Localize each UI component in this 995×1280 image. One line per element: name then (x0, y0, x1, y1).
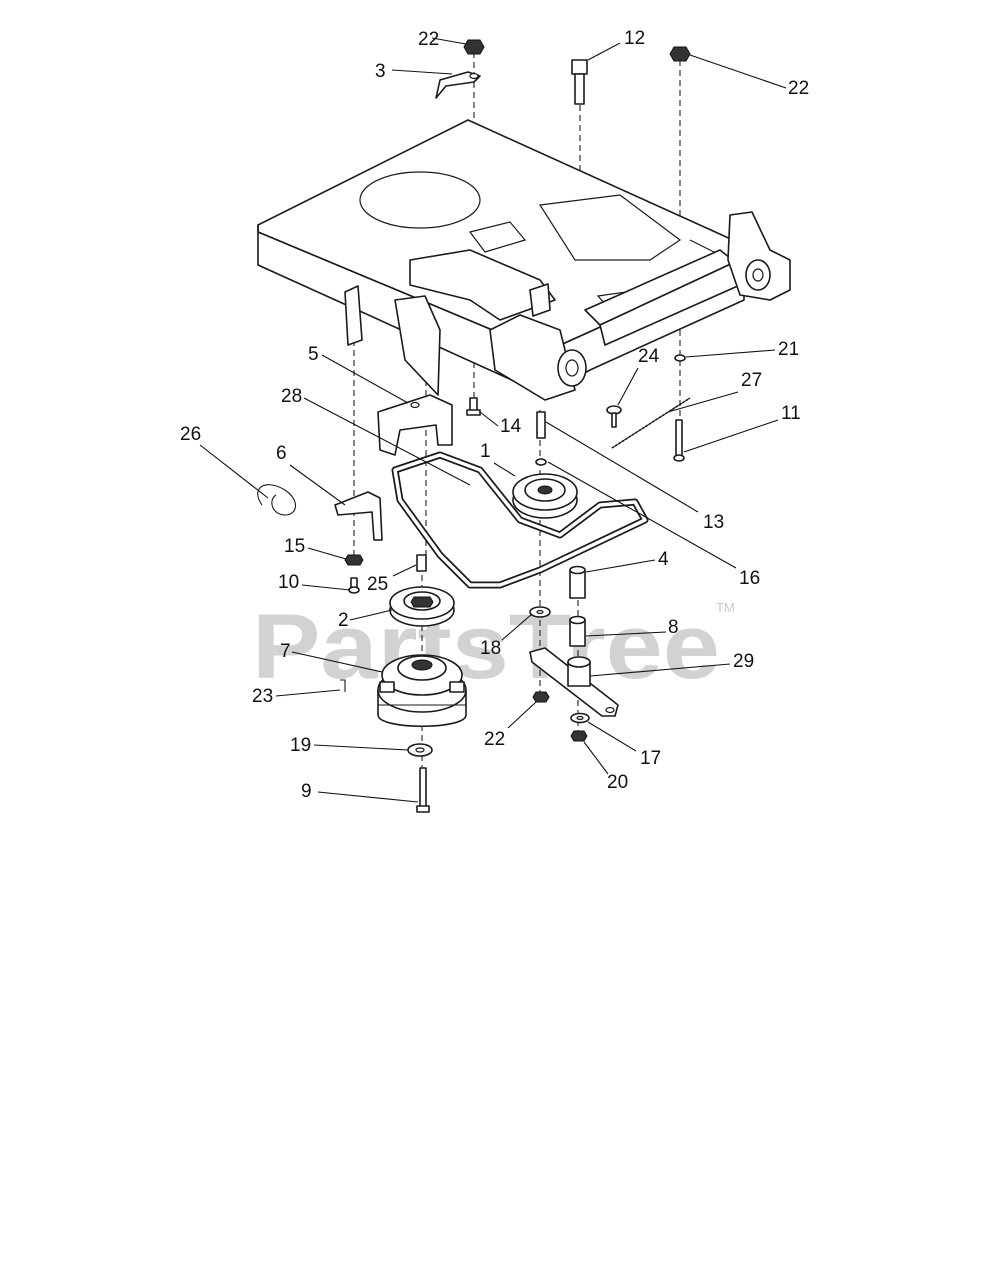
part-22-nut-right (669, 46, 691, 62)
callout-label: 20 (607, 772, 628, 793)
part-29-idler-arm (529, 647, 619, 717)
part-22-nut-lower (532, 691, 550, 703)
part-12-bolt (571, 59, 588, 105)
callout-label: 26 (180, 424, 201, 445)
callout-label: 19 (290, 735, 311, 756)
part-14-bolt (466, 397, 481, 416)
part-17-washer (570, 712, 590, 724)
part-8-bushing (569, 615, 586, 647)
part-25-key (416, 554, 427, 572)
part-24-bolt (606, 405, 622, 428)
callout-label: 15 (284, 536, 305, 557)
part-15-nut (344, 554, 364, 566)
callout-label: 5 (308, 344, 319, 365)
callout-label: 27 (741, 370, 762, 391)
callout-label: 29 (733, 651, 754, 672)
part-3-clip (435, 71, 481, 99)
part-6-bracket (334, 491, 383, 541)
part-16-washer (535, 458, 547, 466)
callout-label: 16 (739, 568, 760, 589)
part-19-washer (407, 743, 433, 757)
part-22-nut-top (463, 39, 485, 55)
callout-label: 9 (301, 781, 312, 802)
callout-label: 2 (338, 610, 349, 631)
part-27-spring (611, 397, 691, 449)
callout-label: 6 (276, 443, 287, 464)
part-21-washer (674, 354, 686, 362)
trademark-mark: TM (716, 600, 735, 615)
part-11-pin (673, 419, 685, 462)
callout-label: 8 (668, 617, 679, 638)
part-20-nut (570, 730, 588, 742)
leader-lines (199, 37, 787, 803)
part-28-belt (391, 451, 649, 589)
part-9-bolt (416, 767, 430, 813)
callout-label: 10 (278, 572, 299, 593)
callout-label: 11 (781, 403, 801, 424)
part-2-drive-pulley (389, 586, 455, 627)
callout-label: 22 (418, 29, 439, 50)
callout-label: 7 (280, 641, 291, 662)
callout-label: 22 (484, 729, 505, 750)
part-26-cable-tie (257, 484, 297, 516)
callout-label: 23 (252, 686, 273, 707)
part-1-idler-pulley (512, 473, 578, 519)
callout-label: 18 (480, 638, 501, 659)
callout-label: 13 (703, 512, 724, 533)
callout-label: 12 (624, 28, 645, 49)
frame-plate (257, 119, 791, 401)
part-18-washer (529, 606, 551, 618)
part-10-bolt (348, 577, 360, 594)
callout-label: 24 (638, 346, 660, 367)
part-5-bracket (377, 394, 453, 456)
watermark-text: PartsTree (252, 596, 720, 698)
callout-label: 3 (375, 61, 386, 82)
callout-label: 28 (281, 386, 302, 407)
part-23-pin (340, 679, 346, 692)
callout-label: 25 (367, 574, 388, 595)
callout-label: 4 (658, 549, 669, 570)
callout-label: 22 (788, 78, 809, 99)
callout-label: 1 (480, 441, 491, 462)
callout-label: 17 (640, 748, 661, 769)
callout-label: 14 (500, 416, 522, 437)
part-4-spacer (569, 565, 586, 599)
part-7-electric-clutch (377, 654, 467, 727)
callout-label: 21 (778, 339, 799, 360)
part-13-bolt (536, 411, 546, 439)
